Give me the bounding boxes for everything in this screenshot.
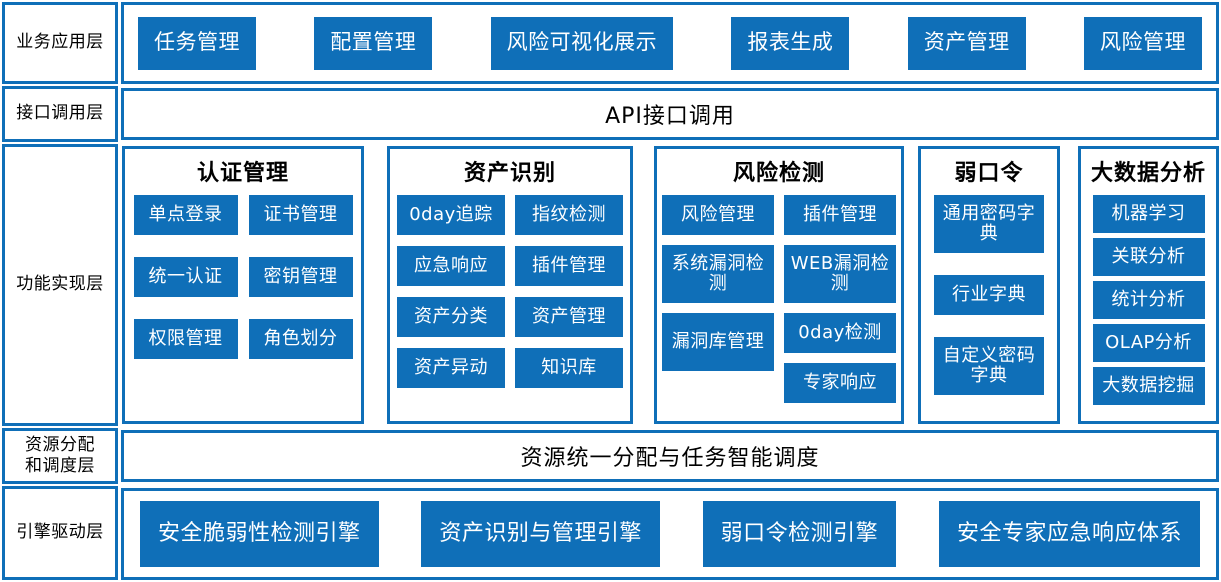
function-chip[interactable]: 漏洞库管理 [662,313,774,371]
engine-driver-items: 安全脆弱性检测引擎资产识别与管理引擎弱口令检测引擎安全专家应急响应体系 [124,491,1216,577]
function-panel-title: 资产识别 [463,161,556,186]
function-chip[interactable]: 自定义密码字典 [934,337,1044,395]
function-panel-title: 弱口令 [954,161,1024,186]
function-panel: 弱口令通用密码字典行业字典自定义密码字典 [918,146,1060,424]
function-chip[interactable]: 资产分类 [397,297,505,337]
function-panel-title: 认证管理 [196,161,289,186]
business-app-chip[interactable]: 风险可视化展示 [490,16,674,70]
function-chip[interactable]: 关联分析 [1092,238,1205,276]
layer-label-engine-text: 引擎驱动层 [16,522,104,543]
function-panel-column: 0day追踪应急响应资产分类资产异动 [397,195,505,388]
function-panel-title: 风险检测 [732,161,825,186]
function-panel-title: 大数据分析 [1090,161,1206,186]
interface-call-row: API接口调用 [121,88,1219,140]
function-chip[interactable]: 密钥管理 [248,257,353,297]
function-chip[interactable]: 权限管理 [133,319,238,359]
function-panel-grid: 单点登录统一认证权限管理证书管理密钥管理角色划分 [125,195,361,359]
function-chip[interactable]: 插件管理 [784,195,896,235]
function-chip[interactable]: 插件管理 [515,246,623,286]
function-panel-column: 指纹检测插件管理资产管理知识库 [515,195,623,388]
function-chip[interactable]: 系统漏洞检测 [662,245,774,303]
business-app-chip[interactable]: 配置管理 [314,16,433,70]
layer-label-resource: 资源分配 和调度层 [2,428,118,484]
engine-chip[interactable]: 安全专家应急响应体系 [938,501,1200,567]
engine-driver-row: 安全脆弱性检测引擎资产识别与管理引擎弱口令检测引擎安全专家应急响应体系 [121,488,1219,580]
layer-label-function: 功能实现层 [2,144,118,426]
resource-scheduling-label: 资源统一分配与任务智能调度 [520,446,820,471]
function-chip[interactable]: 应急响应 [397,246,505,286]
function-chip[interactable]: WEB漏洞检测 [784,245,896,303]
function-chip[interactable]: OLAP分析 [1092,324,1205,362]
function-chip[interactable]: 统一认证 [133,257,238,297]
layer-label-engine: 引擎驱动层 [2,486,118,580]
layer-label-interface: 接口调用层 [2,86,118,142]
function-panel: 认证管理单点登录统一认证权限管理证书管理密钥管理角色划分 [122,146,364,424]
function-chip[interactable]: 单点登录 [133,195,238,235]
resource-scheduling-row: 资源统一分配与任务智能调度 [121,430,1219,482]
function-chip[interactable]: 0day检测 [784,313,896,353]
function-panel-grid: 通用密码字典行业字典自定义密码字典 [921,195,1057,395]
function-panel-column: 插件管理 WEB漏洞检测 0day检测专家响应 [784,195,896,403]
function-chip[interactable]: 大数据挖掘 [1092,367,1205,405]
function-chip[interactable]: 机器学习 [1092,195,1205,233]
business-app-chip[interactable]: 任务管理 [138,16,256,70]
layer-label-resource-text: 资源分配 和调度层 [25,434,95,476]
layer-label-interface-text: 接口调用层 [16,103,104,124]
business-application-row: 任务管理 配置管理 风险可视化展示 报表生成 资产管理 风险管理 [121,2,1219,84]
layer-label-business: 业务应用层 [2,2,118,84]
function-panel-column: 单点登录统一认证权限管理 [133,195,238,359]
function-chip[interactable]: 0day追踪 [397,195,505,235]
function-panel-column: 通用密码字典行业字典自定义密码字典 [934,195,1044,395]
function-chip[interactable]: 知识库 [515,348,623,388]
function-chip[interactable]: 风险管理 [662,195,774,235]
business-application-items: 任务管理 配置管理 风险可视化展示 报表生成 资产管理 风险管理 [124,5,1216,81]
function-chip[interactable]: 角色划分 [248,319,353,359]
business-app-chip[interactable]: 风险管理 [1083,16,1202,70]
function-panel-column: 机器学习关联分析统计分析 OLAP分析大数据挖掘 [1092,195,1205,405]
function-chip[interactable]: 专家响应 [784,363,896,403]
function-panel-column: 证书管理密钥管理角色划分 [248,195,353,359]
function-panel-grid: 机器学习关联分析统计分析 OLAP分析大数据挖掘 [1081,195,1216,405]
function-chip[interactable]: 行业字典 [934,275,1044,315]
engine-chip[interactable]: 弱口令检测引擎 [702,501,897,567]
business-app-chip[interactable]: 报表生成 [731,16,850,70]
api-call-label: API接口调用 [605,104,735,129]
engine-chip[interactable]: 安全脆弱性检测引擎 [140,501,379,567]
function-chip[interactable]: 通用密码字典 [934,195,1044,253]
business-app-chip[interactable]: 资产管理 [907,16,1026,70]
function-panel-grid: 0day追踪应急响应资产分类资产异动指纹检测插件管理资产管理知识库 [390,195,630,388]
function-chip[interactable]: 资产管理 [515,297,623,337]
function-chip[interactable]: 指纹检测 [515,195,623,235]
layer-label-function-text: 功能实现层 [16,274,104,295]
function-chip[interactable]: 证书管理 [248,195,353,235]
engine-chip[interactable]: 资产识别与管理引擎 [421,501,660,567]
layer-label-business-text: 业务应用层 [16,32,104,53]
function-chip[interactable]: 资产异动 [397,348,505,388]
function-panel: 大数据分析机器学习关联分析统计分析 OLAP分析大数据挖掘 [1078,146,1219,424]
function-chip[interactable]: 统计分析 [1092,281,1205,319]
function-panel-column: 风险管理系统漏洞检测漏洞库管理 [662,195,774,403]
